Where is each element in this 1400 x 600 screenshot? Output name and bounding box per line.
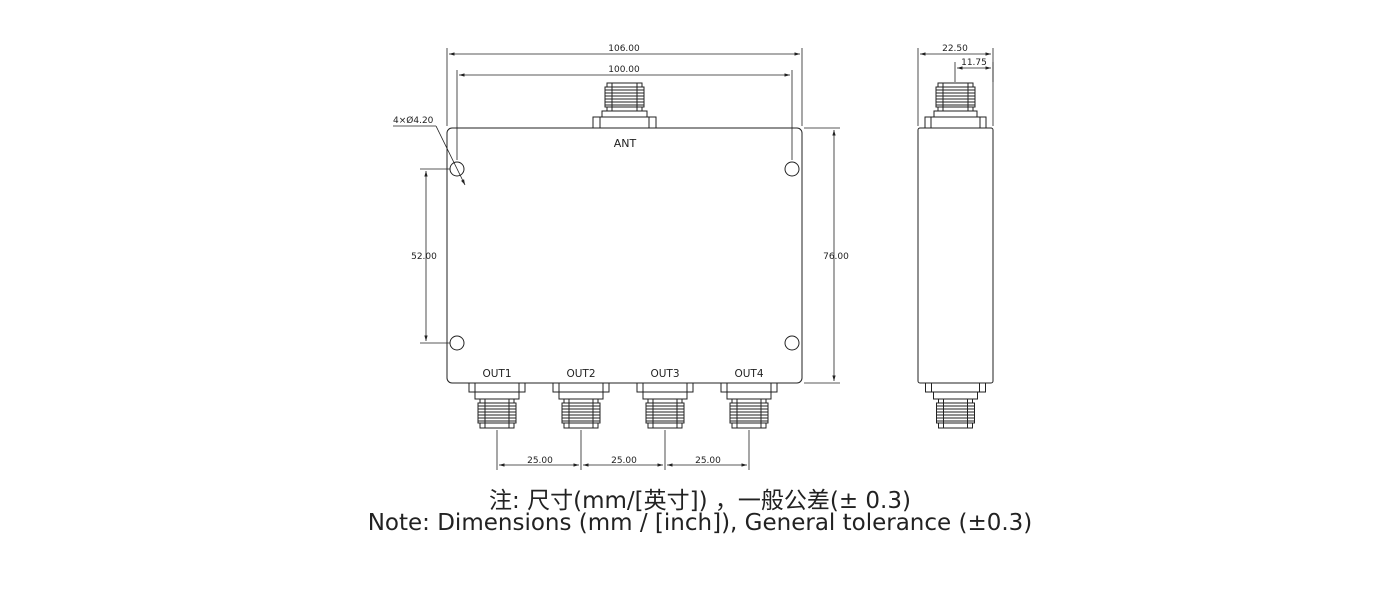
out2-connector <box>552 382 610 429</box>
dim-hole-spacing-y-label: 52.00 <box>411 252 437 262</box>
note-chinese: 注: 尺寸(mm/[英寸]) ，一般公差(± 0.3) <box>489 488 911 514</box>
mounting-hole-top-right <box>784 161 800 177</box>
dim-hole-spacing-x <box>456 70 793 160</box>
front-view-housing <box>446 127 803 384</box>
dim-connector-offset-label: 11.75 <box>961 58 987 68</box>
dim-overall-width <box>446 48 803 126</box>
dim-port-pitch <box>496 430 750 470</box>
ant-port-label: ANT <box>614 137 637 150</box>
front-view <box>393 48 840 470</box>
dim-overall-depth-label: 22.50 <box>942 44 968 54</box>
port-pitch-label-3: 25.00 <box>695 456 721 466</box>
side-view <box>917 48 994 429</box>
ant-connector <box>592 82 657 129</box>
port-pitch-label-2: 25.00 <box>611 456 637 466</box>
out2-port-label: OUT2 <box>566 368 595 380</box>
out1-port-label: OUT1 <box>482 368 511 380</box>
note-english: Note: Dimensions (mm / [inch]), General … <box>367 510 1033 536</box>
dim-overall-height <box>804 127 840 384</box>
dim-overall-height-label: 76.00 <box>823 252 849 262</box>
dim-connector-offset <box>954 62 994 82</box>
out4-port-label: OUT4 <box>734 368 763 380</box>
side-bottom-connector <box>925 382 986 429</box>
dim-overall-depth <box>917 48 994 126</box>
out3-port-label: OUT3 <box>650 368 679 380</box>
out4-connector <box>720 382 778 429</box>
out3-connector <box>636 382 694 429</box>
side-top-connector <box>924 82 987 129</box>
side-view-housing <box>917 127 994 384</box>
mounting-hole-bottom-right <box>784 335 800 351</box>
hole-callout-leader <box>393 125 466 186</box>
dim-overall-width-label: 106.00 <box>608 44 640 54</box>
out1-connector <box>468 382 526 429</box>
dim-hole-spacing-x-label: 100.00 <box>608 65 640 75</box>
hole-callout-label: 4×Ø4.20 <box>393 115 434 126</box>
dim-hole-spacing-y <box>420 168 450 344</box>
port-pitch-label-1: 25.00 <box>527 456 553 466</box>
